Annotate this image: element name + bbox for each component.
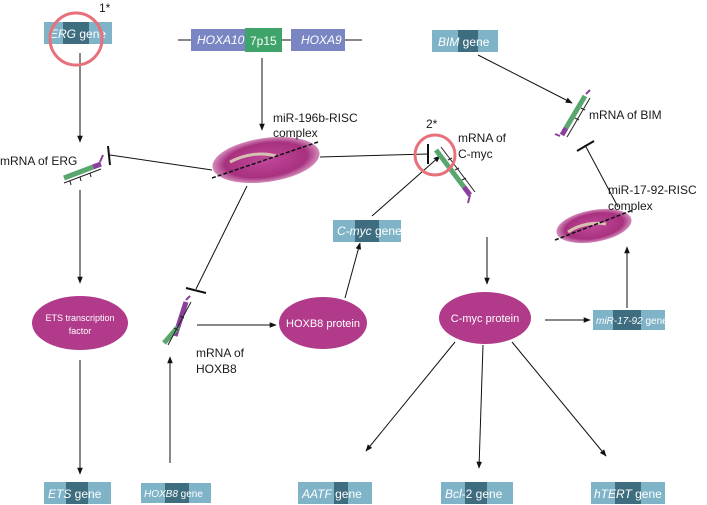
mrna-hoxb8-label-2: HOXB8	[196, 362, 237, 376]
mrna-cmyc-label-2: C-myc	[458, 147, 493, 161]
ets-transcription-factor: ETS transcription factor	[32, 296, 128, 350]
cmyc-gene-name: C-myc	[337, 224, 372, 238]
bim-gene-suffix: gene	[459, 35, 489, 49]
svg-text:Bcl-2 gene: Bcl-2 gene	[445, 487, 503, 501]
inhibit-bar-mrna-hoxb8	[185, 287, 207, 294]
svg-text:ERG gene: ERG gene	[50, 27, 106, 41]
bcl2-gene-suffix: -2 gene	[462, 487, 503, 501]
bim-gene-box: BIM gene	[432, 30, 498, 52]
erg-gene-name: ERG	[50, 27, 76, 41]
marker-1: 1*	[99, 1, 111, 15]
ets-gene-suffix: gene	[71, 487, 101, 501]
htert-gene-suffix: gene	[632, 487, 662, 501]
chromosome-locus: HOXA10 7p15 HOXA9	[178, 28, 362, 52]
ets-gene-box: ETS gene	[44, 482, 111, 504]
mir1792-gene-name: miR-17-92	[596, 316, 643, 327]
mir1792-risc-label-1: miR-17-92-RISC	[608, 183, 697, 197]
erg-gene-suffix: gene	[76, 27, 106, 41]
aatf-gene-suffix: gene	[332, 487, 362, 501]
aatf-gene-box: AATF gene	[298, 482, 372, 504]
mir1792-gene-box: miR-17-92 gene	[593, 310, 668, 330]
hoxb8-protein-label: HOXB8 protein	[286, 318, 360, 330]
mrna-hoxb8-label-1: mRNA of	[196, 346, 245, 360]
htert-gene-box: hTERT gene	[591, 482, 665, 504]
arrow-cmyc-gene-to-mrna	[371, 155, 441, 217]
svg-text:miR-17-92 gene: miR-17-92 gene	[596, 316, 668, 327]
svg-text:AATF gene: AATF gene	[301, 487, 362, 501]
htert-gene-name: hTERT	[594, 487, 633, 501]
mir196b-risc-complex	[211, 136, 320, 184]
mrna-cmyc-label-1: mRNA of	[458, 131, 507, 145]
hoxa10-label: HOXA10	[197, 33, 245, 47]
aatf-gene-name: AATF	[301, 487, 332, 501]
arrow-cmyc-to-bcl2	[476, 344, 484, 469]
mir1792-risc-label-2: complex	[608, 199, 653, 213]
highlight-ring-cmyc	[413, 133, 457, 177]
highlight-ring-erg	[48, 11, 104, 67]
arrow-bim-gene-to-mrna	[477, 54, 573, 104]
bcl2-gene-name: Bcl	[445, 487, 462, 501]
svg-text:C-myc gene: C-myc gene	[337, 224, 402, 238]
mir196b-label-1: miR-196b-RISC	[273, 111, 358, 125]
inhibit-mir196-to-mrna-erg	[109, 154, 213, 171]
inhibit-mir1792-to-mrna-bim	[584, 144, 619, 208]
ets-tf-label-2: factor	[69, 326, 92, 336]
hoxa9-label: HOXA9	[301, 33, 342, 47]
arrow-cmyc-to-aatf	[365, 341, 456, 452]
cmyc-gene-suffix: gene	[372, 224, 402, 238]
mir196b-label-2: complex	[273, 126, 318, 140]
marker-2: 2*	[426, 117, 438, 131]
connectors	[77, 53, 630, 475]
mrna-erg-label: mRNA of ERG	[0, 154, 77, 168]
svg-text:HOXB8 gene: HOXB8 gene	[144, 489, 203, 500]
locus-7p15-label: 7p15	[250, 34, 277, 48]
mir1792-gene-suffix: gene	[643, 316, 668, 327]
hoxb8-gene-box: HOXB8 gene	[141, 483, 211, 503]
mrna-bim-strand	[554, 89, 591, 138]
hoxb8-gene-name: HOXB8	[144, 489, 178, 500]
ets-tf-label-1: ETS transcription	[45, 313, 114, 323]
cmyc-protein-label: C-myc protein	[451, 313, 519, 325]
arrow-cmyc-to-htert	[511, 341, 607, 457]
inhibit-mir196-to-mrna-cmyc	[319, 153, 429, 158]
hoxb8-gene-suffix: gene	[178, 489, 203, 500]
hoxb8-protein: HOXB8 protein	[279, 297, 367, 349]
mir1792-risc-complex	[554, 208, 634, 244]
svg-text:ETS gene: ETS gene	[48, 487, 102, 501]
cmyc-protein: C-myc protein	[439, 292, 531, 344]
bcl2-gene-box: Bcl-2 gene	[441, 482, 513, 504]
mrna-bim-label: mRNA of BIM	[589, 108, 662, 122]
svg-text:hTERT gene: hTERT gene	[594, 487, 662, 501]
mrna-hoxb8-strand	[162, 295, 192, 346]
ets-gene-name: ETS	[48, 487, 71, 501]
inhibit-bar-mrna-bim	[576, 140, 595, 152]
inhibit-mir196-to-mrna-hoxb8	[195, 185, 248, 290]
arrow-hoxb8-protein-to-cmyc-gene	[344, 242, 362, 299]
svg-text:BIM gene: BIM gene	[438, 35, 490, 49]
mrna-erg-strand	[63, 154, 104, 186]
cmyc-gene-box: C-myc gene	[333, 220, 402, 242]
inhibit-bar-mrna-erg	[107, 145, 111, 166]
bim-gene-name: BIM	[438, 35, 459, 49]
